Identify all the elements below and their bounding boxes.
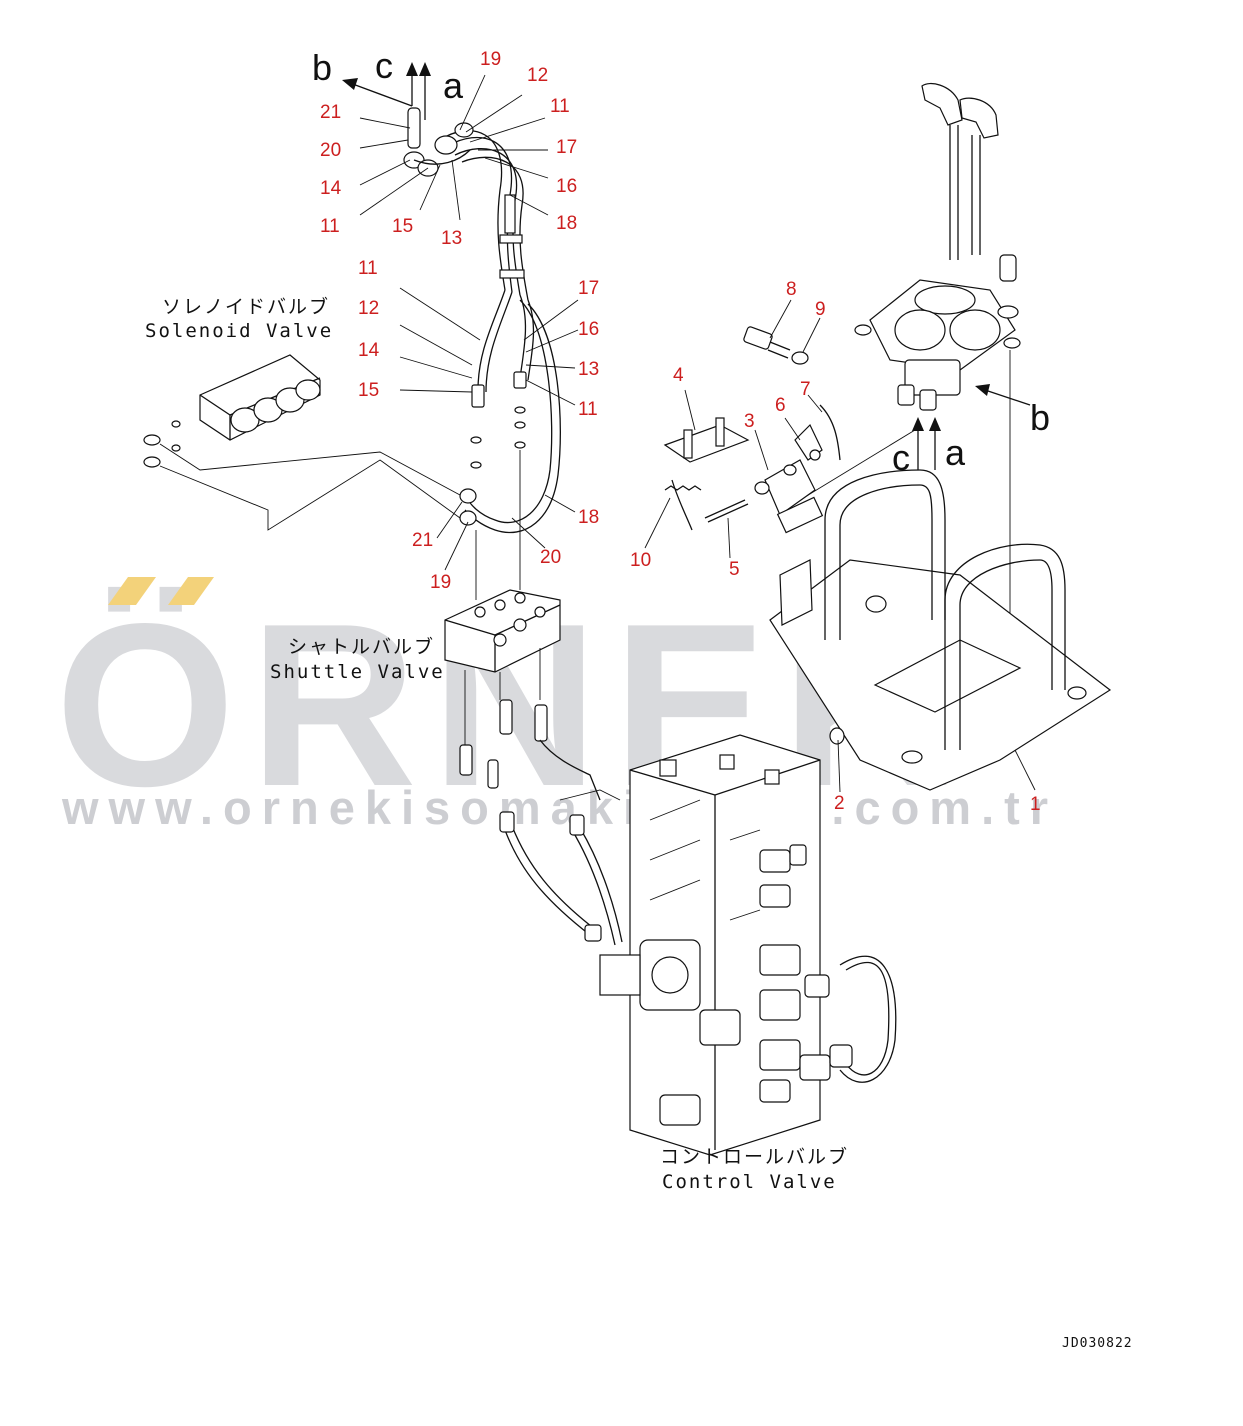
arrow-letter-a-right: a: [945, 432, 966, 473]
part-label: 15: [358, 380, 380, 401]
part-label: 6: [775, 395, 786, 416]
shuttle-valve-caption-en: Shuttle Valve: [270, 661, 445, 683]
solenoid-valve-drawing: [143, 354, 461, 531]
part-label: 21: [320, 102, 342, 123]
part-label: 18: [578, 507, 600, 528]
solenoid-valve-caption-jp: ソレノイドバルブ: [162, 296, 331, 318]
part-label: 20: [540, 547, 562, 568]
part-label: 8: [786, 279, 797, 300]
part-label: 5: [729, 559, 740, 580]
part-label: 12: [527, 65, 549, 86]
part-label: 15: [392, 216, 414, 237]
part-label: 14: [320, 178, 342, 199]
part-label: 16: [556, 176, 578, 197]
solenoid-valve-caption-en: Solenoid Valve: [145, 320, 334, 342]
part-label: 11: [320, 216, 340, 237]
part-label: 17: [578, 278, 600, 299]
control-valve-caption-jp: コントロールバルブ: [660, 1146, 850, 1168]
part-label: 11: [578, 399, 598, 420]
part-label: 13: [441, 228, 463, 249]
part-label: 2: [834, 793, 845, 814]
part-label: 20: [320, 140, 342, 161]
part-label: 7: [800, 379, 811, 400]
part-label: 11: [358, 258, 378, 279]
arrow-letter-b-right: b: [1030, 397, 1051, 438]
guard-and-plate-drawing: [769, 469, 1112, 791]
arrow-letter-b-top: b: [312, 47, 333, 88]
part-label: 18: [556, 213, 578, 234]
control-valve-caption-en: Control Valve: [662, 1171, 837, 1193]
part-label: 13: [578, 359, 600, 380]
part-label: 19: [480, 49, 502, 70]
shuttle-valve-drawing: [444, 450, 561, 789]
lower-hose-bundle: [459, 289, 561, 534]
upper-hose-bundle: [403, 107, 529, 301]
part-label: 17: [556, 137, 578, 158]
flow-arrows: [342, 62, 1031, 470]
control-valve-drawing: [499, 734, 897, 1156]
part-label: 10: [630, 550, 652, 571]
watermark-url: www.ornekisomakinalari.com.tr: [62, 781, 1059, 834]
arrow-letter-c-right: c: [892, 437, 910, 478]
part-label: 12: [358, 298, 380, 319]
arrow-letter-a-top: a: [443, 65, 464, 106]
shuttle-valve-caption-jp: シャトルバルブ: [288, 636, 436, 658]
drawing-code: JD030822: [1062, 1336, 1133, 1351]
part-label: 1: [1030, 794, 1041, 815]
part-label: 11: [550, 96, 570, 117]
part-label: 3: [744, 411, 755, 432]
leader-lines: [359, 74, 1036, 793]
part-label: 14: [358, 340, 380, 361]
part-label: 4: [673, 365, 684, 386]
bracket-parts-drawing: [663, 326, 841, 534]
lever-assembly-drawing: [799, 82, 1021, 690]
arrow-letter-c-top: c: [375, 45, 393, 86]
part-label: 16: [578, 319, 600, 340]
part-label: 9: [815, 299, 826, 320]
part-label: 21: [412, 530, 434, 551]
part-label: 19: [430, 572, 452, 593]
